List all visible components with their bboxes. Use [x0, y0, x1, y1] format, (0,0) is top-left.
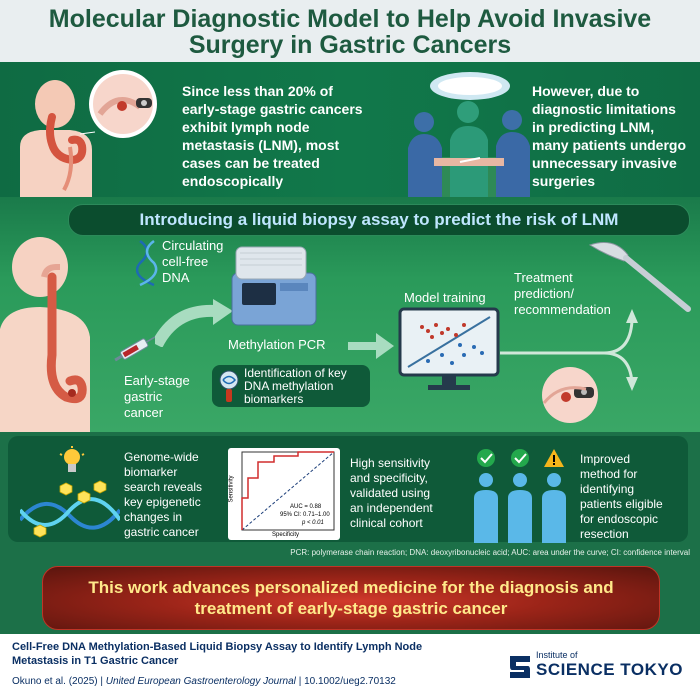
surgery-illustration — [408, 72, 530, 197]
conclusion-box: This work advances personalized medicine… — [42, 566, 660, 630]
roc-p: p < 0.01 — [302, 520, 324, 526]
endoscope-view-icon — [542, 367, 598, 423]
early-stage-label: Early-stage gastric cancer — [124, 373, 190, 420]
conclusion-section: This work advances personalized medicine… — [0, 562, 700, 634]
methylation-pcr-label: Methylation PCR — [228, 337, 326, 352]
conclusion-text: This work advances personalized medicine… — [88, 578, 614, 618]
liquid-biopsy-banner: Introducing a liquid biopsy assay to pre… — [68, 204, 690, 236]
lightbulb-icon — [59, 446, 85, 472]
footer: Cell-Free DNA Methylation-Based Liquid B… — [0, 634, 700, 700]
citation-doi: 10.1002/ueg2.70132 — [304, 676, 396, 687]
citation-journal: United European Gastroenterology Journal — [105, 676, 296, 687]
paper-title: Cell-Free DNA Methylation-Based Liquid B… — [12, 641, 423, 667]
scalpel-icon — [588, 242, 691, 312]
roc-curve — [241, 451, 335, 531]
results-panel — [8, 436, 688, 542]
science-tokyo-logo-icon — [510, 656, 530, 678]
roc-ci: 95% CI: 0.71–1.00 — [280, 512, 330, 518]
roc-chart: Sensitivity Specificity AUC = 0.88 95% C… — [228, 448, 340, 540]
page-title: Molecular Diagnostic Model to Help Avoid… — [0, 0, 700, 58]
title-bar: Molecular Diagnostic Model to Help Avoid… — [0, 0, 700, 62]
roc-auc: AUC = 0.88 — [290, 504, 322, 510]
cfdna-label: Circulating cell-free DNA — [162, 238, 224, 285]
tube-icon — [219, 370, 239, 402]
abbreviations-note: PCR: polymerase chain reaction; DNA: deo… — [290, 548, 690, 557]
improved-method-text: Improved method for identifying patients… — [580, 452, 663, 541]
patient-stomach-illustration — [0, 237, 90, 432]
curved-arrow-icon — [155, 299, 233, 347]
model-training-label: Model training — [404, 290, 486, 305]
right-arrow-icon — [348, 333, 394, 359]
roc-ylabel: Sensitivity — [228, 475, 235, 503]
monitor-scatter-icon — [398, 307, 500, 390]
citation-authors: Okuno et al. (2025) — [12, 676, 98, 687]
biomarkers-text: Identification of key DNA methylation bi… — [244, 366, 347, 406]
dna-methylation-icon — [20, 480, 120, 538]
genome-wide-text: Genome-wide biomarker search reveals key… — [124, 450, 203, 539]
title-line-1: Molecular Diagnostic Model to Help Avoid… — [48, 5, 652, 33]
treatment-label: Treatment prediction/ recommendation — [514, 270, 611, 317]
institute-name: SCIENCE TOKYO — [536, 660, 683, 679]
institute-label: Institute of — [536, 650, 578, 660]
method-section: Introducing a liquid biopsy assay to pre… — [0, 197, 700, 432]
limitations-text: However, due to diagnostic limitations i… — [532, 83, 687, 189]
citation: Okuno et al. (2025) | United European Ga… — [12, 676, 396, 687]
dna-icon — [136, 239, 158, 287]
sensitivity-text: High sensitivity and specificity, valida… — [350, 456, 433, 530]
pcr-machine-icon — [231, 246, 317, 326]
biomarkers-box: Identification of key DNA methylation bi… — [212, 365, 370, 407]
patients-icon — [474, 449, 566, 543]
branch-arrow-icon — [500, 309, 638, 391]
top-section: Since less than 20% of early-stage gastr… — [0, 62, 700, 197]
title-line-2: Surgery in Gastric Cancers — [188, 31, 512, 59]
lnm-fact-text: Since less than 20% of early-stage gastr… — [182, 83, 363, 189]
banner-text: Introducing a liquid biopsy assay to pre… — [139, 210, 619, 229]
roc-xlabel: Specificity — [272, 532, 300, 538]
body-stomach-illustration — [20, 70, 157, 197]
